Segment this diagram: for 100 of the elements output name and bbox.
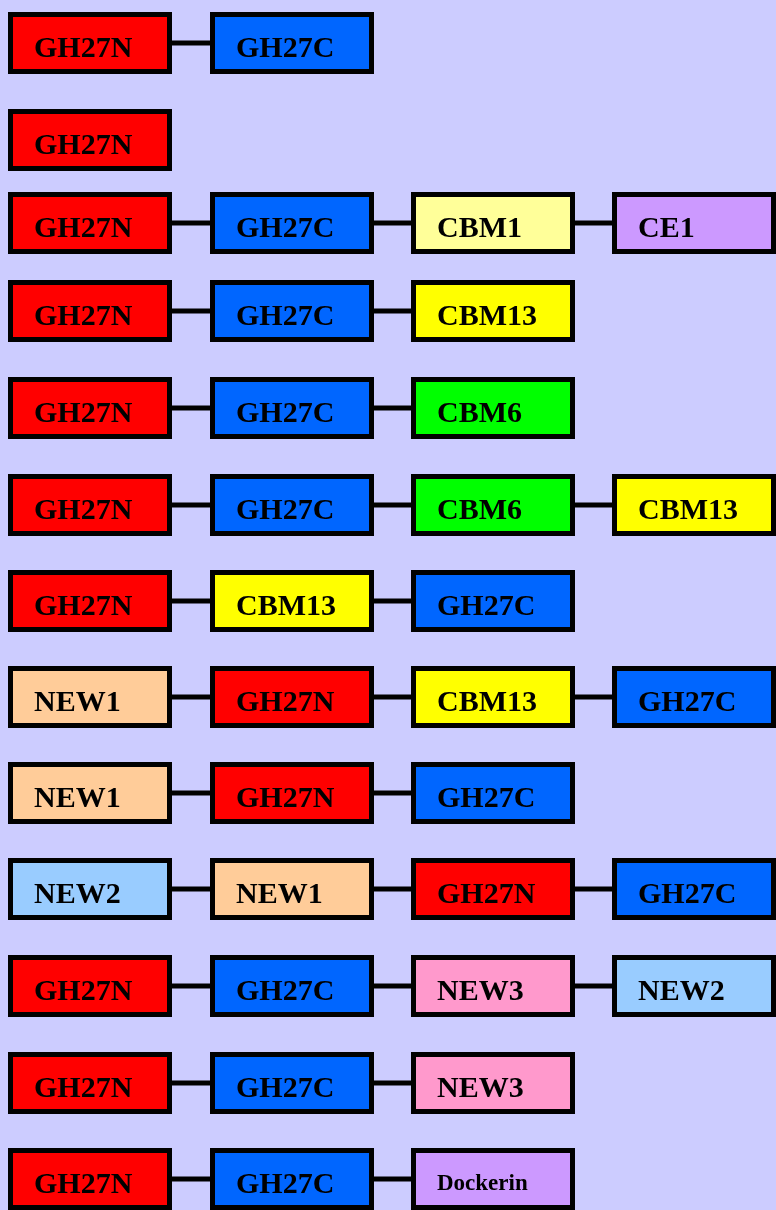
domain-box [612, 955, 776, 1017]
domain-box [210, 474, 374, 536]
domain-box [411, 762, 575, 824]
domain-box [411, 1052, 575, 1114]
domain-box [8, 109, 172, 171]
domain-label: GH27C [236, 395, 335, 429]
connector-line [172, 598, 210, 604]
domain-box [411, 666, 575, 728]
domain-box [8, 955, 172, 1017]
connector-line [374, 220, 411, 226]
domain-label: GH27N [34, 210, 133, 244]
domain-label: NEW1 [34, 780, 121, 814]
domain-label: NEW2 [34, 876, 121, 910]
domain-label: CBM13 [437, 298, 537, 332]
connector-line [172, 1176, 210, 1182]
domain-label: CBM6 [437, 395, 522, 429]
connector-line [172, 983, 210, 989]
domain-box [8, 280, 172, 342]
domain-label: NEW3 [437, 973, 524, 1007]
connector-line [575, 220, 612, 226]
domain-label: GH27N [34, 127, 133, 161]
domain-box [411, 858, 575, 920]
domain-label: GH27N [34, 298, 133, 332]
domain-box [411, 280, 575, 342]
domain-box [411, 1148, 575, 1210]
connector-line [374, 1176, 411, 1182]
domain-box [411, 570, 575, 632]
connector-line [172, 40, 210, 46]
domain-label: GH27N [34, 395, 133, 429]
domain-label: NEW2 [638, 973, 725, 1007]
domain-box [210, 192, 374, 254]
connector-line [575, 694, 612, 700]
domain-label: NEW3 [437, 1070, 524, 1104]
domain-label: GH27C [236, 30, 335, 64]
domain-box [210, 762, 374, 824]
domain-label: Dockerin [437, 1170, 528, 1196]
domain-label: GH27N [34, 973, 133, 1007]
domain-box [210, 280, 374, 342]
domain-label: GH27N [236, 684, 335, 718]
domain-label: GH27C [638, 684, 737, 718]
connector-line [575, 983, 612, 989]
domain-box [210, 1052, 374, 1114]
connector-line [172, 308, 210, 314]
connector-line [374, 1080, 411, 1086]
connector-line [374, 694, 411, 700]
domain-label: CBM13 [437, 684, 537, 718]
domain-label: GH27C [437, 780, 536, 814]
domain-label: GH27C [236, 492, 335, 526]
domain-label: GH27N [34, 492, 133, 526]
domain-box [411, 955, 575, 1017]
domain-box [8, 474, 172, 536]
domain-label: CBM1 [437, 210, 522, 244]
domain-label: CBM6 [437, 492, 522, 526]
domain-label: GH27N [34, 1070, 133, 1104]
domain-label: GH27C [236, 1070, 335, 1104]
domain-box [210, 666, 374, 728]
domain-box [8, 570, 172, 632]
domain-box [612, 858, 776, 920]
connector-line [172, 220, 210, 226]
domain-box [210, 12, 374, 74]
domain-label: GH27N [236, 780, 335, 814]
domain-label: GH27C [236, 210, 335, 244]
connector-line [374, 790, 411, 796]
domain-box [8, 666, 172, 728]
domain-box [8, 1052, 172, 1114]
domain-label: GH27C [638, 876, 737, 910]
domain-label: GH27N [437, 876, 536, 910]
connector-line [374, 405, 411, 411]
connector-line [374, 308, 411, 314]
domain-label: GH27N [34, 30, 133, 64]
domain-label: GH27N [34, 1166, 133, 1200]
connector-line [172, 405, 210, 411]
connector-line [374, 502, 411, 508]
domain-box [411, 192, 575, 254]
domain-label: CBM13 [236, 588, 336, 622]
connector-line [172, 790, 210, 796]
connector-line [172, 1080, 210, 1086]
connector-line [172, 694, 210, 700]
domain-box [8, 192, 172, 254]
domain-box [8, 1148, 172, 1210]
connector-line [374, 983, 411, 989]
domain-box [210, 1148, 374, 1210]
domain-label: GH27N [34, 588, 133, 622]
connector-line [172, 886, 210, 892]
domain-box [8, 12, 172, 74]
domain-box [210, 858, 374, 920]
domain-label: GH27C [236, 973, 335, 1007]
domain-box [8, 858, 172, 920]
domain-label: NEW1 [236, 876, 323, 910]
domain-box [612, 666, 776, 728]
domain-box [612, 474, 776, 536]
domain-label: CBM13 [638, 492, 738, 526]
domain-label: GH27C [236, 298, 335, 332]
domain-label: GH27C [236, 1166, 335, 1200]
domain-box [612, 192, 776, 254]
connector-line [374, 886, 411, 892]
domain-box [210, 955, 374, 1017]
connector-line [172, 502, 210, 508]
domain-label: GH27C [437, 588, 536, 622]
connector-line [374, 598, 411, 604]
